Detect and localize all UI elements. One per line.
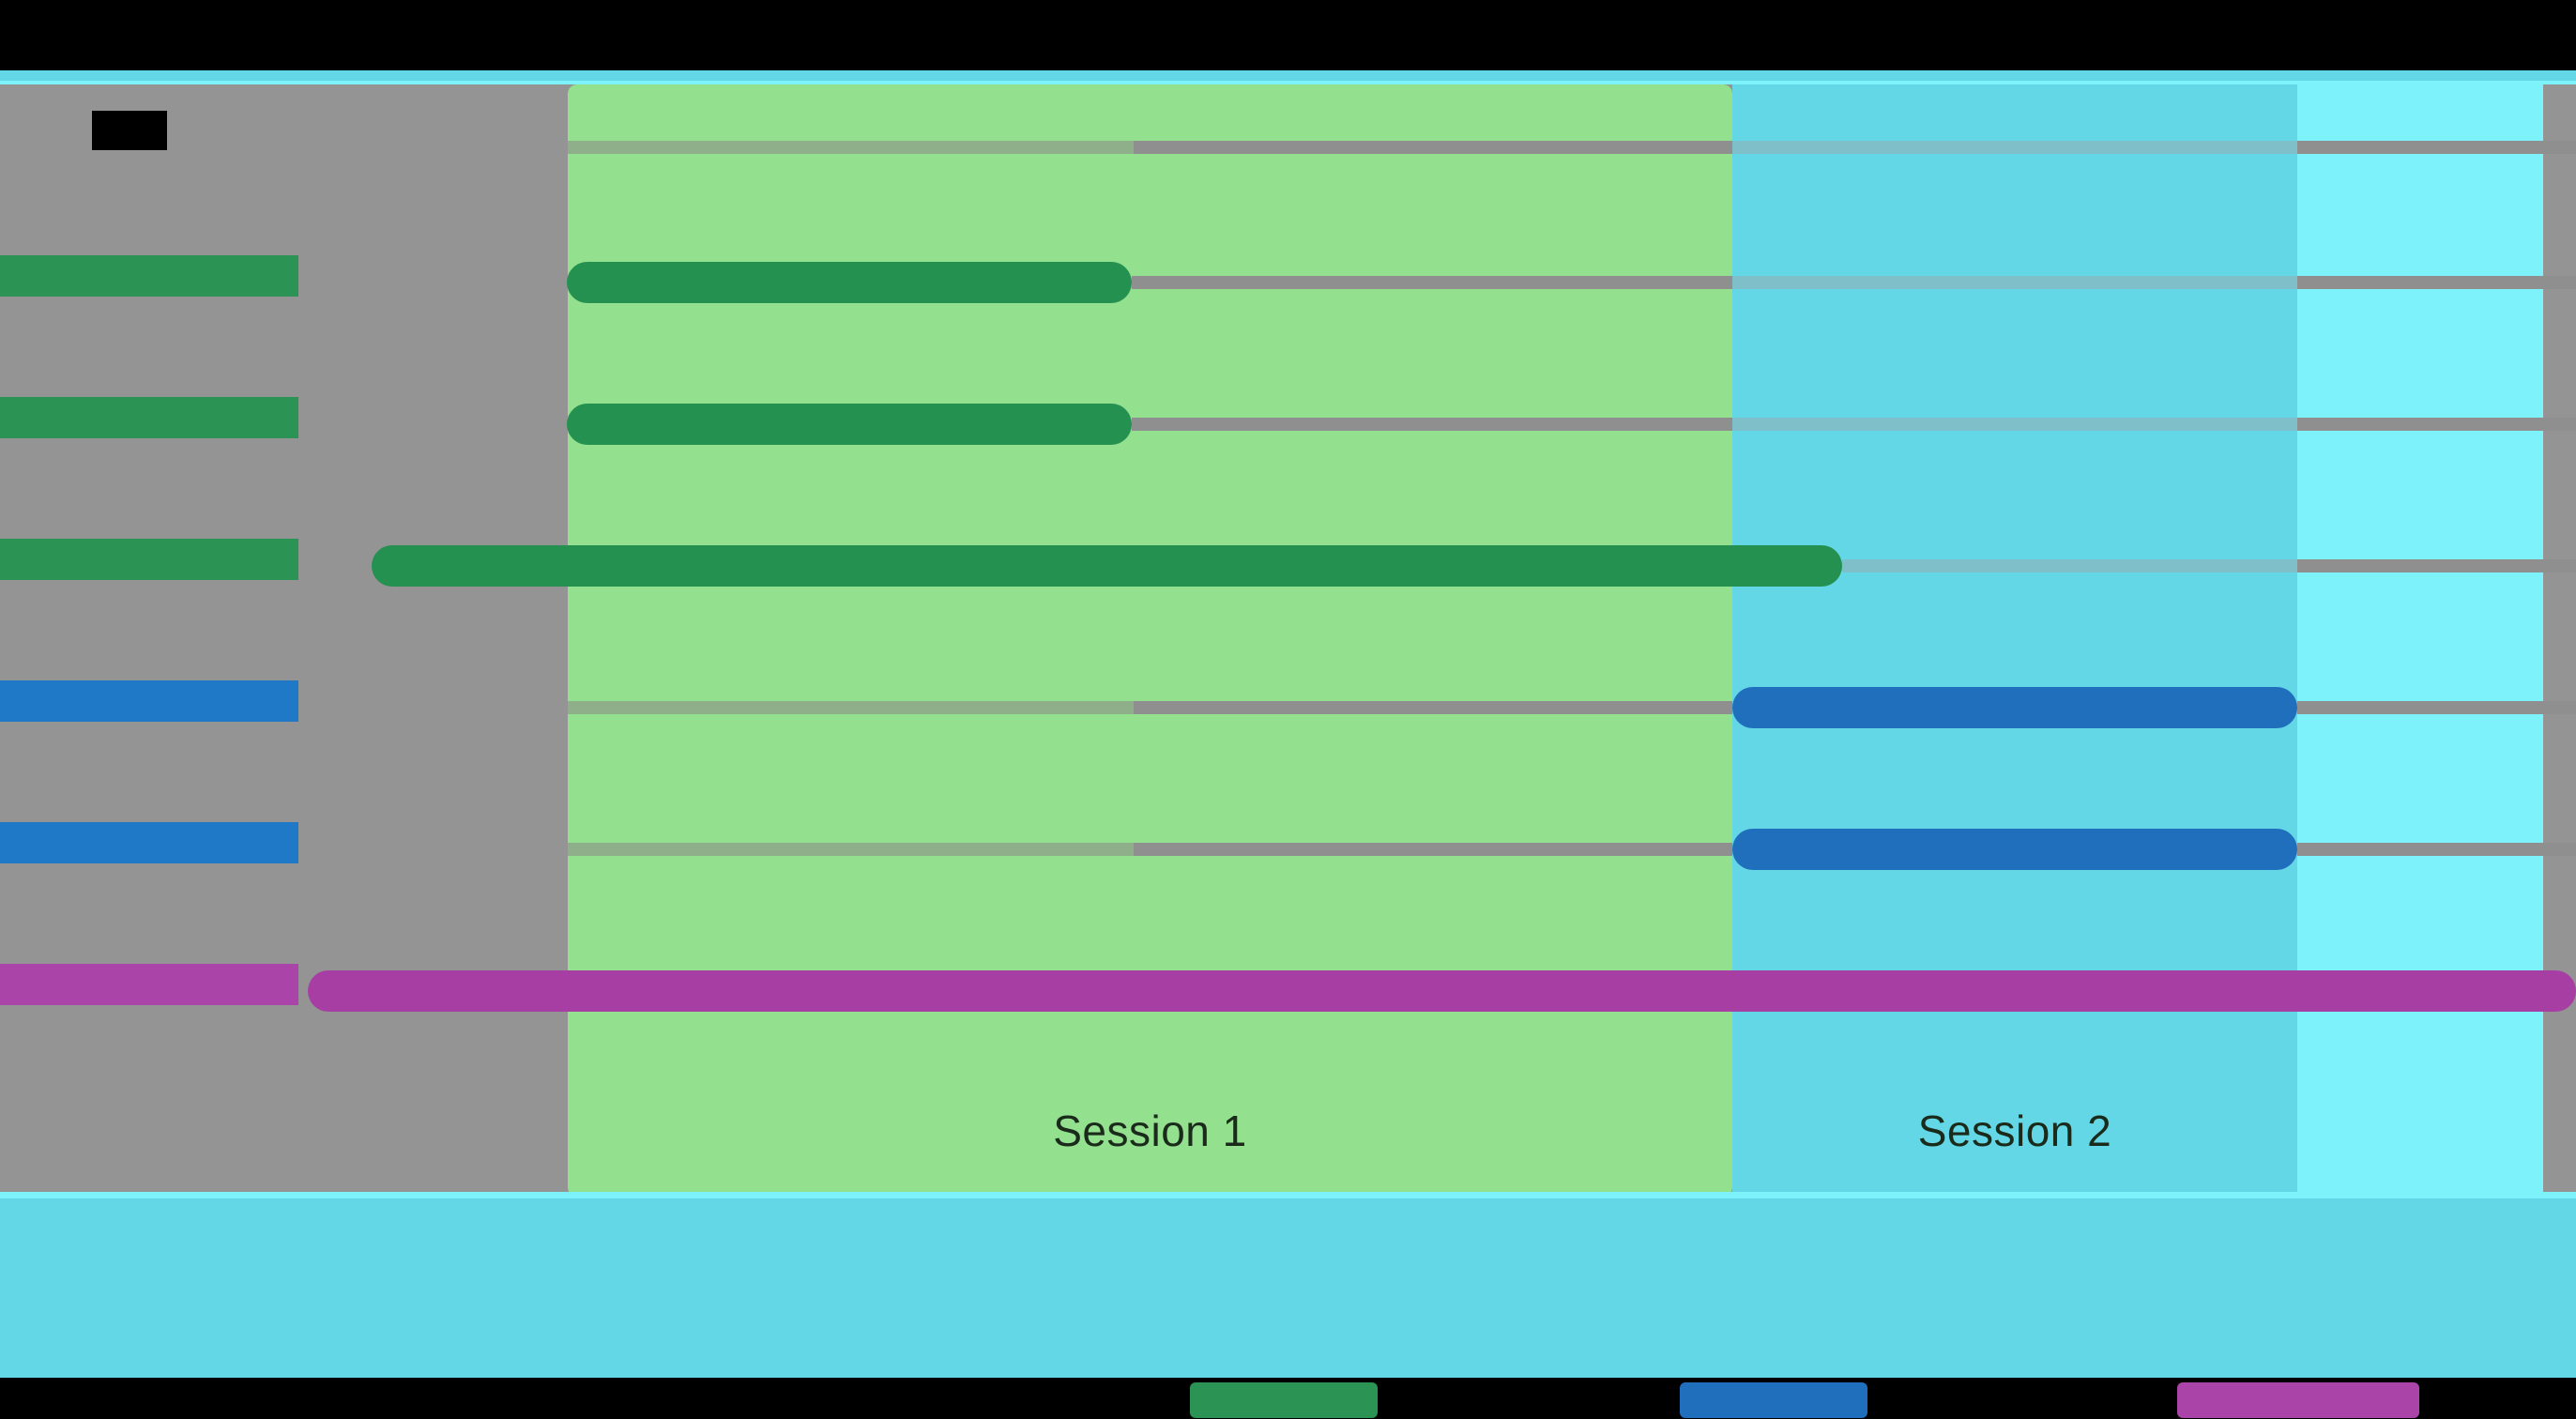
session-band-1: [568, 84, 1732, 1197]
connector-line-row0-a: [568, 141, 1134, 154]
axis-label-6-redacted: [0, 964, 298, 1005]
connector-line-row5-c: [2297, 843, 2576, 856]
chart-title-redacted: [92, 111, 167, 150]
connector-line-row4-a: [568, 701, 1134, 714]
axis-label-5-redacted: [0, 822, 298, 863]
connector-line-row3-b: [2297, 559, 2576, 572]
axis-label-2-redacted: [0, 397, 298, 438]
legend-item-green-redacted[interactable]: [1190, 1382, 1378, 1418]
connector-line-row4-b: [1134, 701, 1732, 714]
connector-line-row5-b: [1134, 843, 1732, 856]
top-accent-strip: [0, 70, 2576, 81]
session-footer-band-2: [1732, 1042, 2297, 1197]
gantt-bar-row2[interactable]: [567, 404, 1132, 445]
gantt-bar-row5[interactable]: [1732, 829, 2297, 870]
connector-line-row2-b: [1732, 418, 2297, 431]
gantt-bar-row3[interactable]: [372, 545, 1842, 587]
session-footer-band-tail: [2297, 1042, 2543, 1197]
connector-line-row3-a: [1842, 559, 2297, 572]
connector-line-row1-a: [1132, 276, 1732, 289]
session-band-tail: [2297, 84, 2543, 1197]
connector-line-row0-d: [2297, 141, 2576, 154]
legend-item-blue-redacted[interactable]: [1680, 1382, 1867, 1418]
connector-line-row1-c: [2297, 276, 2576, 289]
gantt-bar-row6[interactable]: [308, 970, 2576, 1012]
session-band-2: [1732, 84, 2297, 1197]
connector-line-row2-a: [1132, 418, 1732, 431]
gantt-bar-row1[interactable]: [567, 262, 1132, 303]
connector-line-row0-c: [1732, 141, 2297, 154]
lower-accent-hairline: [0, 1192, 2576, 1199]
connector-line-row5-a: [568, 843, 1134, 856]
right-margin-gray: [2543, 84, 2576, 1197]
session-2-label: Session 2: [1917, 1106, 2112, 1155]
gantt-bar-row4[interactable]: [1732, 687, 2297, 728]
connector-line-row4-c: [2297, 701, 2576, 714]
axis-label-4-redacted: [0, 680, 298, 722]
top-letterbox: [0, 0, 2576, 70]
session-footer-band-1: [568, 1042, 1732, 1197]
axis-label-1-redacted: [0, 255, 298, 297]
connector-line-row0-b: [1134, 141, 1732, 154]
session-1-label: Session 1: [1053, 1106, 1247, 1155]
legend-item-magenta-redacted[interactable]: [2177, 1382, 2419, 1418]
connector-line-row1-b: [1732, 276, 2297, 289]
axis-label-3-redacted: [0, 539, 298, 580]
top-accent-strip-highlight: [0, 81, 2576, 84]
lower-cyan-panel: [0, 1198, 2576, 1378]
connector-line-row2-c: [2297, 418, 2576, 431]
